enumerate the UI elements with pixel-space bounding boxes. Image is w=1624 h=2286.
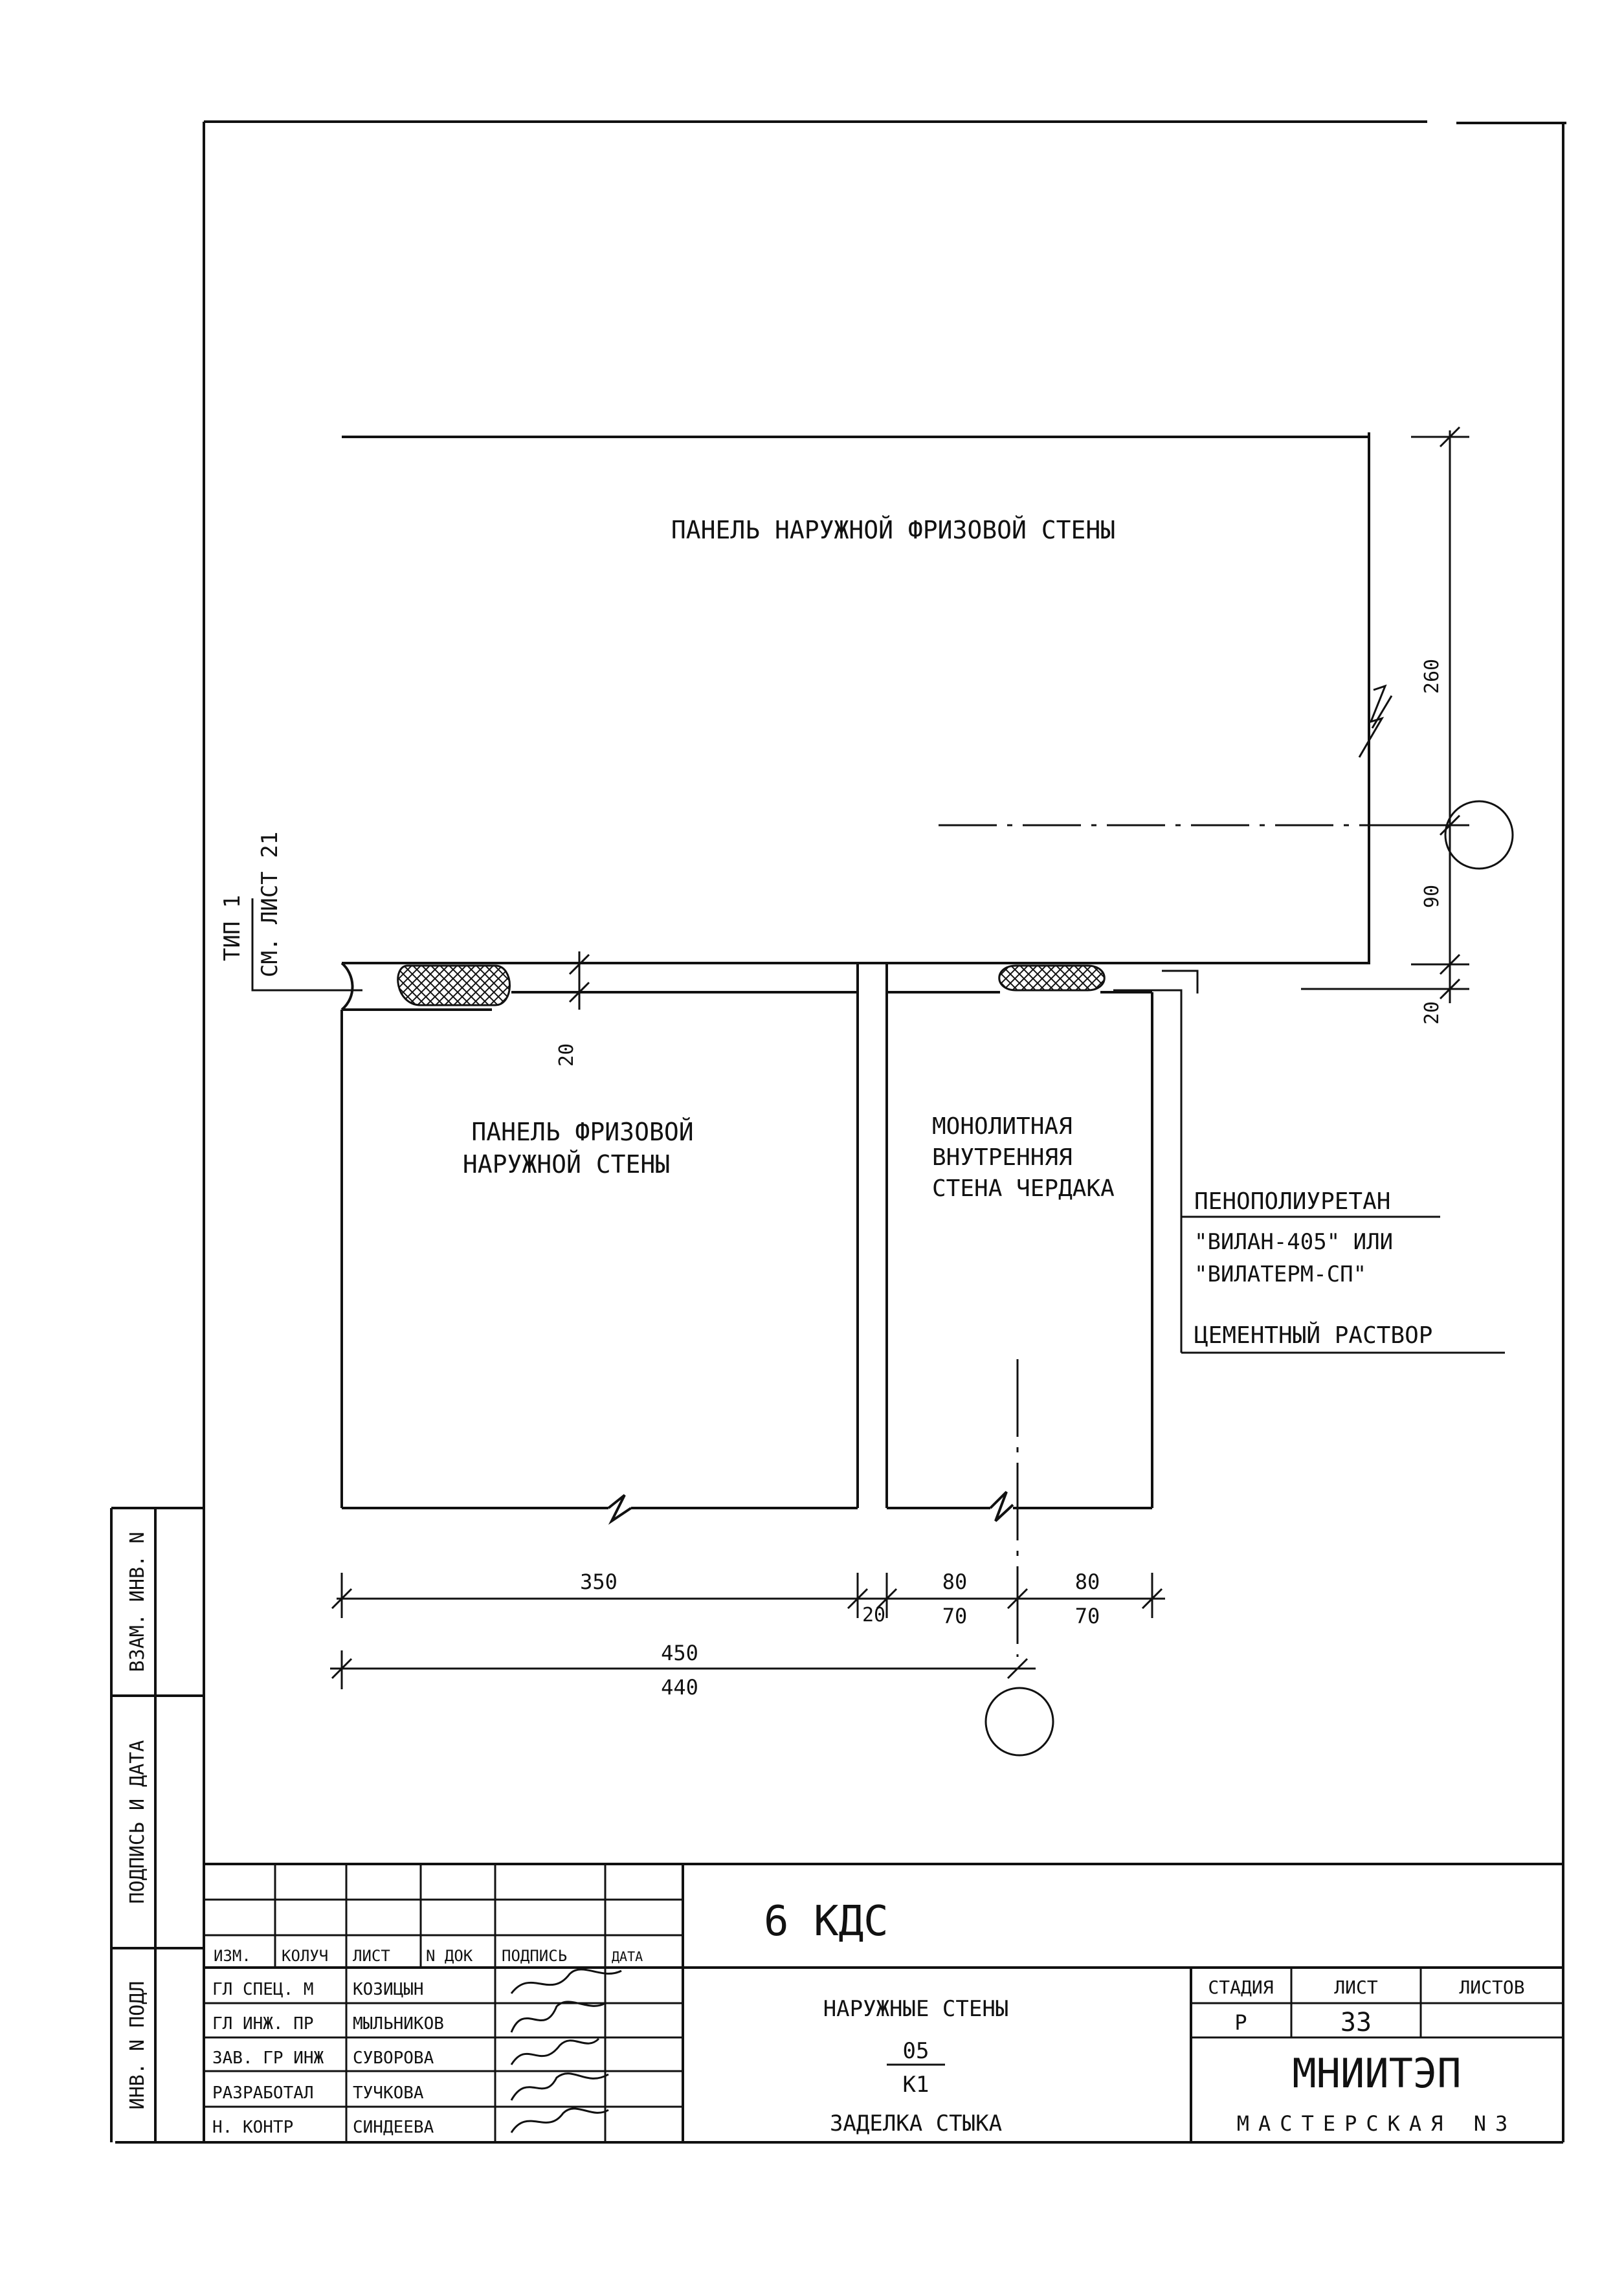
- seal-right: [998, 964, 1106, 992]
- dim-440: 440: [661, 1675, 698, 1700]
- sheet-header: ЛИСТ: [1334, 1977, 1378, 1998]
- name-2: МЫЛЬНИКОВ: [353, 2014, 444, 2034]
- desc-sub: К1: [903, 2072, 929, 2098]
- callout-foam-line-3: "ВИЛАТЕРМ-СП": [1194, 1261, 1366, 1287]
- role-1: ГЛ СПЕЦ. М: [212, 1980, 314, 1999]
- desc-line-2: ЗАДЕЛКА СТЫКА: [830, 2111, 1002, 2136]
- name-1: КОЗИЦЫН: [353, 1980, 424, 1999]
- left-panel-label-group: ПАНЕЛЬ ФРИЗОВОЙ НАРУЖНОЙ СТЕНЫ: [463, 1118, 694, 1179]
- callout-mortar: ЦЕМЕНТНЫЙ РАСТВОР: [1194, 1322, 1432, 1349]
- dim-260: 260: [1421, 659, 1443, 694]
- right-panel: [856, 963, 1153, 1657]
- callout-foam-line-2: "ВИЛАН-405" ИЛИ: [1194, 1229, 1393, 1255]
- signatures: [510, 1968, 622, 2133]
- name-3: СУВОРОВА: [353, 2048, 434, 2068]
- axis-bubble-bottom: [984, 1687, 1054, 1757]
- sheet-frame: [115, 120, 1566, 2144]
- dim-horizontal-row-2: [330, 1650, 1036, 1689]
- dim-horizontal-row-1: [331, 1573, 1165, 1618]
- side-stamp-inv-vzam: ВЗАМ. ИНВ. N: [126, 1532, 149, 1672]
- dim-20-bottom: 20: [862, 1604, 885, 1626]
- top-panel-label: ПАНЕЛЬ НАРУЖНОЙ ФРИЗОВОЙ СТЕНЫ: [671, 516, 1115, 544]
- dim-80-a: 80: [942, 1570, 968, 1594]
- sheets-header: ЛИСТОВ: [1459, 1977, 1524, 1998]
- desc-line-1: НАРУЖНЫЕ СТЕНЫ: [823, 1996, 1009, 2022]
- left-panel: [340, 962, 859, 1525]
- workshop: МАСТЕРСКАЯ N3: [1237, 2111, 1517, 2136]
- dim-70-b: 70: [1075, 1604, 1100, 1628]
- role-2: ГЛ ИНЖ. ПР: [212, 2014, 314, 2034]
- dim-450: 450: [661, 1641, 698, 1665]
- dim-20-right: 20: [1421, 1001, 1443, 1025]
- header-list: ЛИСТ: [353, 1947, 390, 1965]
- dim-350: 350: [580, 1570, 617, 1594]
- callouts: ПЕНОПОЛИУРЕТАН "ВИЛАН-405" ИЛИ "ВИЛАТЕРМ…: [1113, 970, 1505, 1354]
- side-stamp-inv-podl: ИНВ. N ПОДЛ: [126, 1981, 149, 2110]
- stage-header: СТАДИЯ: [1208, 1977, 1273, 1998]
- type-ref: ТИП 1 СМ. ЛИСТ 21: [219, 832, 362, 992]
- right-panel-label-line-2: ВНУТРЕННЯЯ: [932, 1144, 1073, 1171]
- left-panel-label-line-1: ПАНЕЛЬ ФРИЗОВОЙ: [471, 1118, 693, 1146]
- type-ref-line-2: СМ. ЛИСТ 21: [257, 832, 283, 977]
- dim-80-b: 80: [1075, 1570, 1100, 1594]
- header-data: ДАТА: [612, 1949, 643, 1964]
- desc-num: 05: [903, 2038, 929, 2064]
- callout-foam-line-1: ПЕНОПОЛИУРЕТАН: [1194, 1188, 1390, 1215]
- title-code: 6 КДС: [764, 1898, 889, 1946]
- title-block: 6 КДС ИЗМ. КОЛУЧ ЛИСТ N ДОК ПОДПИСЬ ДАТА…: [204, 1863, 1563, 2144]
- stage-value: Р: [1234, 2010, 1247, 2035]
- header-koluch: КОЛУЧ: [282, 1947, 328, 1965]
- dim-vertical-right: [1301, 426, 1469, 1003]
- header-podpis: ПОДПИСЬ: [502, 1947, 567, 1965]
- side-stamp: ВЗАМ. ИНВ. N ПОДПИСЬ И ДАТА ИНВ. N ПОДЛ: [110, 1507, 204, 2142]
- right-panel-label-line-3: СТЕНА ЧЕРДАКА: [932, 1175, 1115, 1202]
- dim-70-a: 70: [942, 1604, 968, 1628]
- name-5: СИНДЕЕВА: [353, 2118, 434, 2137]
- role-3: ЗАВ. ГР ИНЖ: [212, 2048, 324, 2068]
- right-panel-label-group: МОНОЛИТНАЯ ВНУТРЕННЯЯ СТЕНА ЧЕРДАКА: [932, 1113, 1115, 1202]
- dim-vertical-left: [568, 951, 590, 1010]
- seal-left: [397, 964, 511, 1006]
- header-izm: ИЗМ.: [214, 1947, 251, 1965]
- top-panel: [342, 432, 1443, 964]
- sheet-value: 33: [1340, 2008, 1372, 2037]
- dim-20-left: 20: [555, 1043, 578, 1067]
- name-4: ТУЧКОВА: [353, 2083, 424, 2103]
- right-panel-label-line-1: МОНОЛИТНАЯ: [932, 1113, 1073, 1140]
- org-name: МНИИТЭП: [1292, 2050, 1461, 2097]
- left-panel-label-line-2: НАРУЖНОЙ СТЕНЫ: [463, 1150, 670, 1179]
- axis-bubble-right: [1444, 800, 1514, 870]
- role-5: Н. КОНТР: [212, 2118, 293, 2137]
- side-stamp-podpis-data: ПОДПИСЬ И ДАТА: [126, 1740, 149, 1904]
- role-4: РАЗРАБОТАЛ: [212, 2083, 314, 2103]
- header-ndok: N ДОК: [426, 1947, 473, 1965]
- dim-90: 90: [1421, 885, 1443, 908]
- type-ref-line-1: ТИП 1: [219, 895, 245, 961]
